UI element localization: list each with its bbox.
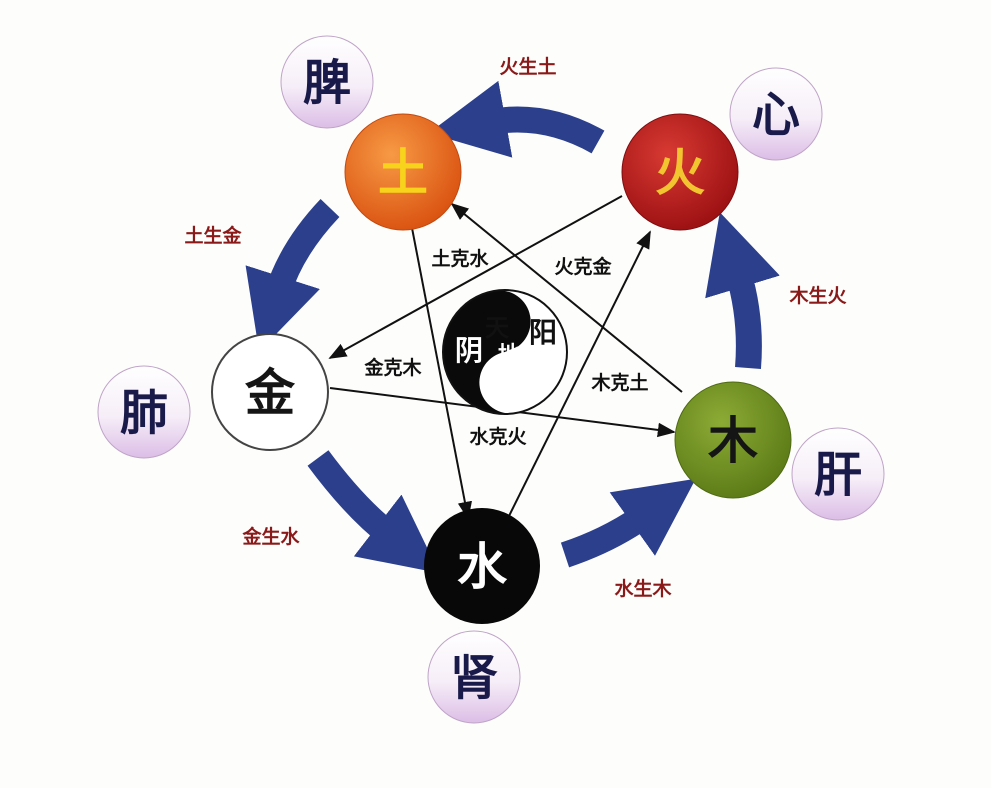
element-earth-label: 土 bbox=[378, 143, 428, 202]
label-metal-generates-water: 金生水 bbox=[241, 525, 300, 548]
yinyang-yang: 阳 bbox=[529, 316, 557, 349]
element-fire: 火 bbox=[621, 113, 739, 231]
arrow-water-to-wood bbox=[560, 478, 696, 568]
organ-lung: 肺 bbox=[97, 365, 191, 459]
label-fire-generates-earth: 火生土 bbox=[499, 55, 556, 78]
organ-lung-label: 肺 bbox=[120, 385, 168, 441]
yinyang-yin: 阴 bbox=[455, 334, 483, 367]
label-water-generates-wood: 水生木 bbox=[614, 577, 672, 600]
organ-heart-label: 心 bbox=[752, 87, 800, 143]
arrow-wood-controls-earth bbox=[450, 202, 683, 393]
yinyang-tian: 天 bbox=[485, 313, 509, 342]
arrow-wood-to-fire bbox=[705, 212, 780, 370]
organ-kidney: 肾 bbox=[427, 630, 521, 724]
element-wood: 木 bbox=[674, 381, 792, 499]
arrow-fire-to-earth bbox=[428, 80, 605, 158]
element-wood-label: 木 bbox=[708, 411, 758, 470]
label-fire-controls-metal: 火克金 bbox=[554, 255, 612, 278]
organ-liver-label: 肝 bbox=[814, 447, 862, 503]
element-water: 水 bbox=[424, 508, 540, 624]
yin-yang-symbol: 天 阳 阴 地 bbox=[442, 289, 568, 415]
label-metal-controls-wood: 金克木 bbox=[363, 356, 422, 379]
label-wood-generates-fire: 木生火 bbox=[788, 284, 847, 307]
label-earth-generates-metal: 土生金 bbox=[184, 224, 242, 247]
yinyang-di: 地 bbox=[498, 342, 520, 368]
element-metal-label: 金 bbox=[245, 363, 296, 422]
arrow-earth-controls-water bbox=[411, 227, 472, 520]
organ-heart: 心 bbox=[729, 67, 823, 161]
arrow-water-controls-fire bbox=[507, 230, 651, 519]
arrow-metal-to-water bbox=[307, 450, 440, 574]
organ-spleen: 脾 bbox=[280, 35, 374, 129]
organ-spleen-label: 脾 bbox=[303, 55, 351, 111]
organ-liver: 肝 bbox=[791, 427, 885, 521]
label-water-controls-fire: 水克火 bbox=[469, 425, 527, 448]
label-wood-controls-earth: 木克土 bbox=[590, 371, 648, 394]
element-fire-label: 火 bbox=[655, 143, 705, 202]
label-earth-controls-water: 土克水 bbox=[431, 247, 489, 270]
generating-cycle bbox=[245, 80, 780, 574]
element-water-label: 水 bbox=[457, 537, 508, 596]
organ-kidney-label: 肾 bbox=[450, 650, 498, 706]
arrow-fire-controls-metal bbox=[328, 195, 623, 359]
element-earth: 土 bbox=[344, 113, 462, 231]
element-metal: 金 bbox=[211, 333, 329, 451]
arrow-earth-to-metal bbox=[245, 199, 340, 352]
